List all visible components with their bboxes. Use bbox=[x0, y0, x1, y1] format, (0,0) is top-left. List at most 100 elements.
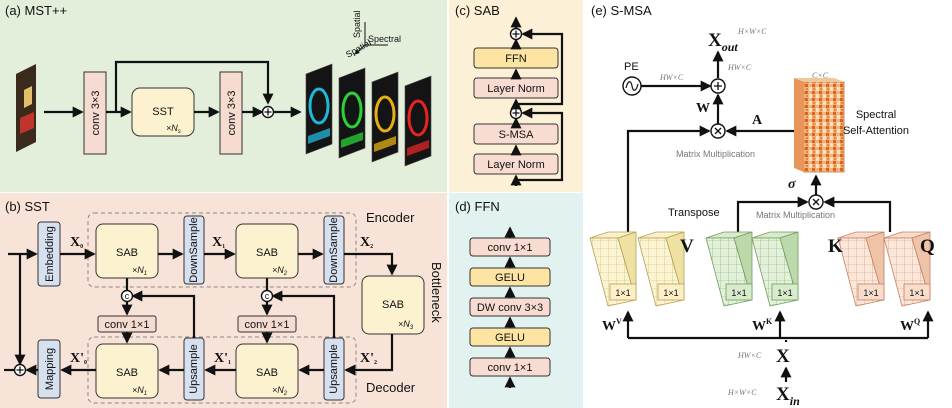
sab-decoder-2-label: SAB bbox=[256, 367, 278, 379]
spectral-band-figure bbox=[308, 87, 330, 125]
sab-decoder-1-repeat: ×N1 bbox=[132, 385, 147, 397]
spectral-band-figure bbox=[407, 99, 429, 137]
tensor-conv-box bbox=[771, 283, 799, 301]
bottleneck-label: Bottleneck bbox=[429, 262, 444, 323]
wv-symbol: WV bbox=[602, 317, 622, 334]
tensor-side-face bbox=[733, 231, 753, 301]
sab-decoder-2-repeat: ×N2 bbox=[272, 385, 288, 397]
spectral-sa-label-1: Spectral bbox=[856, 109, 896, 121]
pe-wave-icon bbox=[625, 81, 639, 91]
spectral-band-figure bbox=[341, 91, 363, 129]
pe-label: PE bbox=[624, 61, 639, 73]
decoder-dashed-group bbox=[87, 336, 357, 404]
concat-node-2 bbox=[260, 289, 274, 303]
decoder-label: Decoder bbox=[366, 380, 416, 395]
feature-x0-prime: X'0 bbox=[70, 351, 87, 366]
x-out-dim: H×W×C bbox=[737, 27, 767, 36]
add-plus-a bbox=[264, 108, 272, 116]
x-mid-dim: HW×C bbox=[737, 351, 762, 360]
tensor-conv-box bbox=[857, 283, 885, 301]
arrow-up2-to-concat bbox=[271, 290, 336, 338]
downsample-block-2 bbox=[323, 215, 345, 285]
sab-add-plus-1 bbox=[512, 109, 520, 117]
sst-repeat: ×Ns bbox=[166, 123, 181, 135]
tensor-side-face bbox=[665, 231, 685, 301]
ffn-layer-label: DW conv 3×3 bbox=[477, 302, 543, 314]
spectral-band-text bbox=[308, 128, 330, 144]
sab-decoder-1-label: SAB bbox=[116, 367, 138, 379]
ffn-layer-label: GELU bbox=[495, 272, 525, 284]
add-plus-e bbox=[714, 82, 722, 90]
sab-skip-2 bbox=[516, 28, 564, 106]
axis-label-spatial-vertical: Spatial bbox=[352, 10, 362, 38]
spectral-band-text bbox=[341, 132, 363, 148]
panel-c-title: (c) SAB bbox=[455, 3, 500, 18]
spectral-band-text bbox=[374, 136, 396, 152]
sab-bottleneck-repeat: ×N3 bbox=[398, 319, 414, 331]
sst-label: SST bbox=[152, 106, 174, 118]
k-symbol: K bbox=[828, 236, 843, 257]
tensor-side-face bbox=[911, 231, 931, 301]
spectral-sa-label-2: Self-Attention bbox=[843, 125, 909, 137]
attention-dim: C×C bbox=[812, 71, 829, 80]
tensor-conv-label: 1×1 bbox=[863, 288, 878, 298]
tensor-side-face bbox=[865, 231, 885, 301]
x-out-symbol: Xout bbox=[708, 30, 738, 54]
encoder-label: Encoder bbox=[366, 210, 415, 225]
panel-a-title: (a) MST++ bbox=[5, 3, 67, 18]
x-mid-symbol: X bbox=[776, 346, 790, 367]
arrow-v-to-matmul bbox=[626, 125, 711, 232]
transpose-label: Transpose bbox=[668, 207, 720, 219]
sab-encoder-1-label: SAB bbox=[116, 247, 138, 259]
sab-smsa-label: S-MSA bbox=[499, 129, 535, 141]
ffn-layer-box bbox=[469, 297, 551, 317]
input-rgb-image bbox=[16, 64, 36, 152]
tensor-conv-box bbox=[609, 283, 637, 301]
concat-symbol-2: c bbox=[265, 291, 270, 301]
matmul-label-top: Matrix Multiplication bbox=[676, 149, 755, 159]
arrow-bottleneck-to-decoder bbox=[344, 334, 394, 376]
tensor-conv-label: 1×1 bbox=[909, 288, 924, 298]
matmul-x-top bbox=[714, 127, 722, 135]
ffn-layer-box bbox=[469, 357, 551, 377]
sab-encoder-2-label: SAB bbox=[256, 247, 278, 259]
wq-symbol: WQ bbox=[900, 317, 920, 334]
arrow-up1-to-concat bbox=[131, 290, 196, 338]
tensor-conv-box bbox=[725, 283, 753, 301]
feature-x1-prime: X'1 bbox=[214, 351, 231, 366]
feature-x2: X2 bbox=[360, 235, 373, 250]
arrow-down2-to-bottleneck bbox=[344, 252, 398, 276]
panel-e-title: (e) S-MSA bbox=[591, 3, 652, 18]
feature-x2-prime: X'2 bbox=[360, 351, 377, 366]
feature-x0: X0 bbox=[70, 235, 83, 250]
sab-add-plus-2 bbox=[512, 30, 520, 38]
a-symbol: A bbox=[752, 113, 763, 128]
attention-map-top bbox=[794, 78, 844, 82]
output-hsi-stack bbox=[305, 63, 432, 167]
conv3x3-label-2: conv 3×3 bbox=[226, 91, 238, 136]
sab-layernorm-2-label: Layer Norm bbox=[487, 83, 544, 95]
skip-connection-a bbox=[114, 60, 268, 112]
matmul-label-bottom: Matrix Multiplication bbox=[756, 210, 835, 220]
sab-skip-1 bbox=[516, 107, 564, 182]
q-symbol: Q bbox=[920, 236, 935, 257]
ffn-layer-box bbox=[469, 267, 551, 287]
ffn-layer-label: conv 1×1 bbox=[488, 242, 533, 254]
tensor-conv-box bbox=[657, 283, 685, 301]
add-dim: HW×C bbox=[727, 63, 752, 72]
upsample-label-1: Upsample bbox=[188, 344, 200, 394]
conv1x1-label-2: conv 1×1 bbox=[245, 319, 290, 331]
sab-encoder-1-repeat: ×N1 bbox=[132, 265, 147, 277]
sab-encoder-2-repeat: ×N2 bbox=[272, 265, 288, 277]
x-in-symbol: Xin bbox=[776, 384, 800, 408]
embedding-label: Embedding bbox=[44, 226, 56, 282]
mapping-label: Mapping bbox=[44, 348, 56, 390]
upsample-label-2: Upsample bbox=[328, 344, 340, 394]
feature-x1: X1 bbox=[212, 235, 225, 250]
ffn-layer-box bbox=[469, 327, 551, 347]
v-symbol: V bbox=[680, 236, 694, 257]
matmul-x-bottom bbox=[812, 198, 820, 206]
